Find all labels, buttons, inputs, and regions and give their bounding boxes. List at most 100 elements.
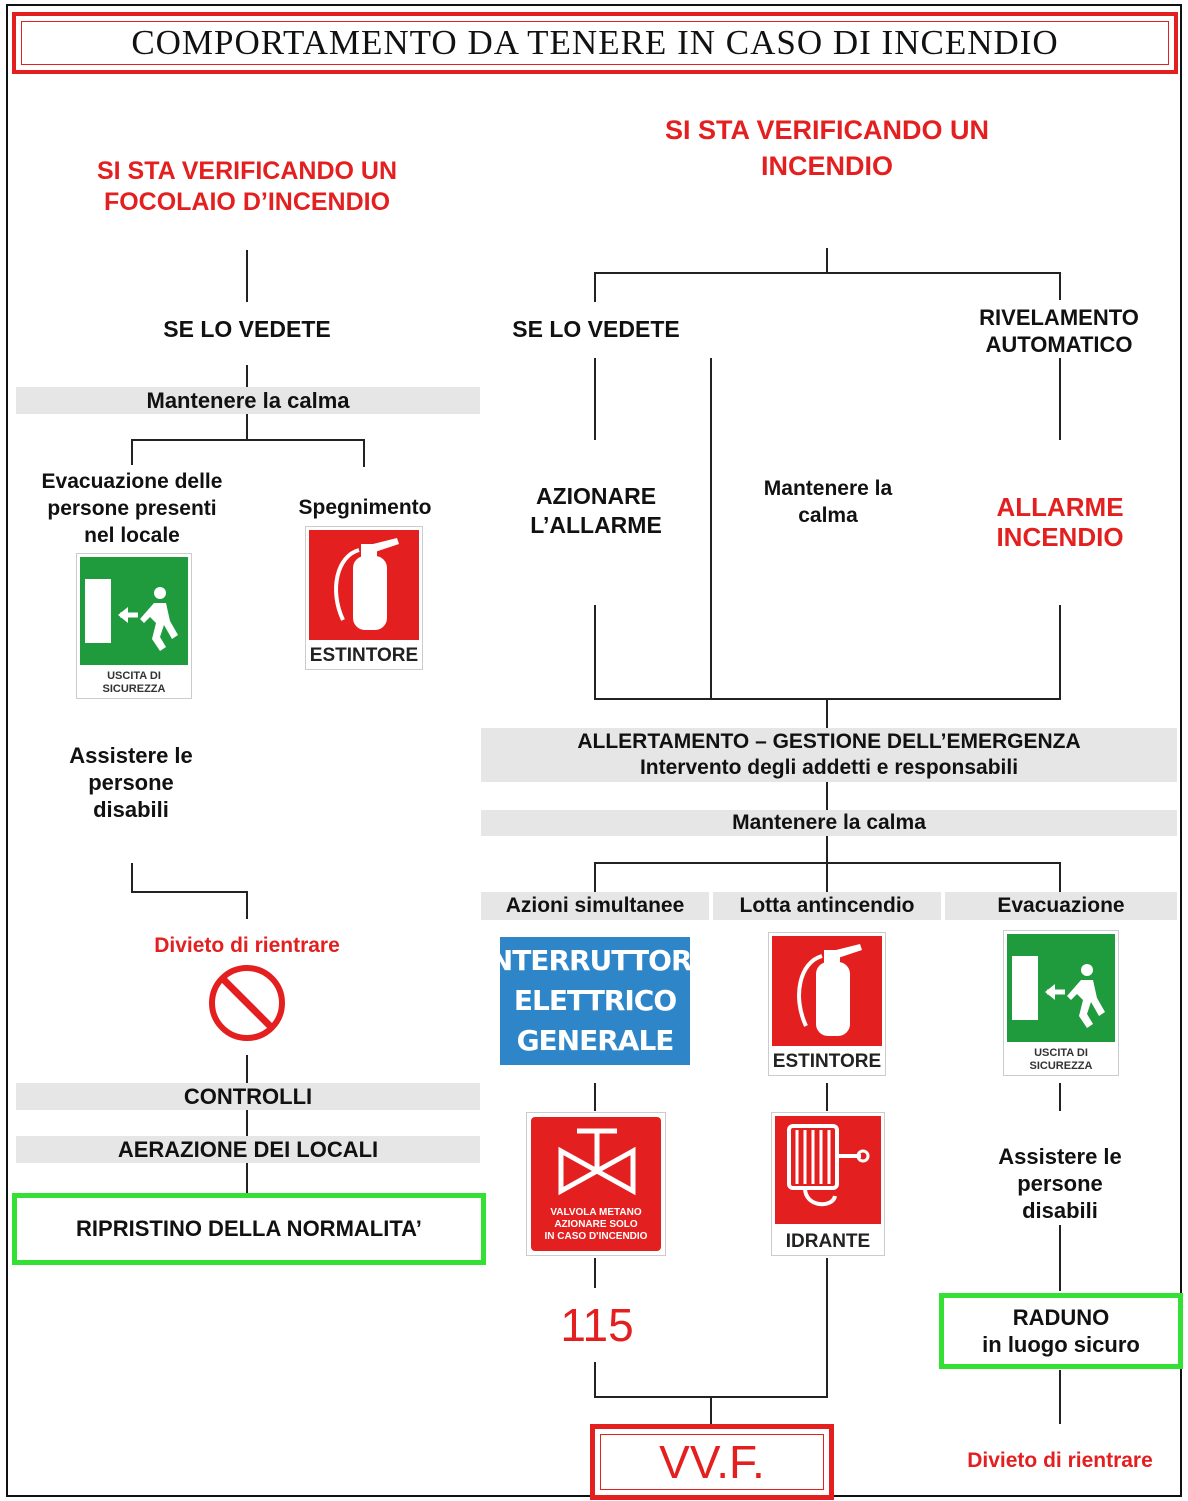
right-heading: SI STA VERIFICANDO UN INCENDIO: [600, 112, 1054, 184]
left-extinguisher-sign: ESTINTORE: [305, 526, 423, 670]
text-line: disabili: [1022, 1198, 1098, 1223]
right-exit-sign: USCITA DI SICUREZZA: [1003, 930, 1119, 1076]
lotta-antincendio-band: Lotta antincendio: [713, 892, 941, 920]
rivelamento-automatico: RIVELAMENTO AUTOMATICO: [950, 304, 1168, 358]
connector: [1059, 1083, 1061, 1111]
text-line: ELETTRICO: [513, 984, 677, 1017]
emergency-exit-icon: [1007, 934, 1115, 1042]
connector: [826, 698, 828, 728]
mantenere-la-calma: Mantenere la calma: [736, 475, 920, 529]
fire-extinguisher-icon: [309, 530, 419, 640]
connector: [246, 1055, 248, 1083]
allarme-incendio: ALLARME INCENDIO: [960, 492, 1160, 552]
left-evacuazione: Evacuazione delle persone presenti nel l…: [22, 468, 242, 549]
title-banner: COMPORTAMENTO DA TENERE IN CASO DI INCEN…: [12, 12, 1178, 74]
controlli-band: CONTROLLI: [16, 1083, 480, 1110]
allertamento-title: ALLERTAMENTO – GESTIONE DELL’EMERGENZA: [577, 730, 1081, 753]
right-heading-line: SI STA VERIFICANDO UN: [664, 115, 989, 145]
connector: [1059, 862, 1061, 892]
raduno-title: RADUNO: [1012, 1304, 1110, 1330]
valvola-sign-panel: VALVOLA METANO AZIONARE SOLO IN CASO D'I…: [531, 1117, 661, 1251]
text-line: persone: [88, 770, 174, 795]
connector: [131, 863, 133, 893]
aerazione-band: AERAZIONE DEI LOCALI: [16, 1136, 480, 1163]
text-line: nel locale: [84, 524, 180, 547]
connector: [826, 836, 828, 864]
connector: [826, 248, 828, 274]
no-entry-icon: [209, 965, 285, 1041]
left-heading-line: FOCOLAIO D’INCENDIO: [103, 188, 391, 216]
connector: [1059, 1370, 1061, 1424]
connector: [710, 1396, 712, 1426]
text-line: Mantenere la: [763, 477, 893, 500]
ripristino-label: RIPRISTINO DELLA NORMALITA’: [76, 1216, 422, 1242]
connector: [594, 272, 596, 302]
raduno-subtitle: in luogo sicuro: [982, 1332, 1140, 1357]
connector: [594, 862, 596, 892]
text-line: L’ALLARME: [530, 512, 662, 538]
exit-sign-caption: USCITA DI SICUREZZA: [77, 670, 191, 696]
emergency-exit-icon: [80, 557, 188, 665]
left-exit-sign: USCITA DI SICUREZZA: [76, 553, 192, 699]
connector: [594, 1083, 596, 1111]
text-line: AZIONARE SOLO: [554, 1219, 638, 1230]
text-line: SICUREZZA: [102, 683, 166, 695]
text-line: INTERRUTTORE: [480, 944, 710, 977]
azioni-simultanee-band: Azioni simultanee: [481, 892, 709, 920]
right-mantenere-calma-band: Mantenere la calma: [481, 810, 1177, 836]
connector: [594, 272, 1061, 274]
text-line: INCENDIO: [996, 522, 1124, 552]
text-line: IN CASO D'INCENDIO: [544, 1231, 648, 1242]
exit-sign-caption: USCITA DI SICUREZZA: [1004, 1047, 1118, 1073]
text-line: Assistere le: [998, 1144, 1122, 1169]
left-assistere: Assistere le persone disabili: [40, 742, 222, 823]
right-extinguisher-sign: ESTINTORE: [768, 932, 886, 1076]
connector: [1059, 1225, 1061, 1291]
text-line: SICUREZZA: [1029, 1060, 1093, 1072]
interruttore-sign: INTERRUTTORE ELETTRICO GENERALE: [480, 937, 711, 1065]
azionare-allarme: AZIONARE L’ALLARME: [496, 482, 696, 540]
connector: [1059, 605, 1061, 700]
right-divieto: Divieto di rientrare: [967, 1449, 1153, 1472]
connector: [246, 1163, 248, 1193]
allertamento-band: ALLERTAMENTO – GESTIONE DELL’EMERGENZA I…: [481, 728, 1177, 782]
connector: [131, 439, 133, 465]
text-line: persone: [1017, 1171, 1103, 1196]
connector: [246, 414, 248, 440]
right-se-lo-vedete: SE LO VEDETE: [512, 316, 680, 342]
extinguisher-caption: ESTINTORE: [772, 1051, 882, 1072]
text-line: AUTOMATICO: [985, 332, 1133, 357]
left-heading: SI STA VERIFICANDO UN FOCOLAIO D’INCENDI…: [40, 156, 454, 218]
left-spegnimento: Spegnimento: [298, 496, 432, 519]
page-title: COMPORTAMENTO DA TENERE IN CASO DI INCEN…: [21, 21, 1169, 65]
text-line: ALLARME: [996, 492, 1124, 522]
text-line: RIVELAMENTO: [979, 305, 1139, 330]
ripristino-box: RIPRISTINO DELLA NORMALITA’: [12, 1193, 486, 1265]
connector: [594, 605, 596, 700]
text-line: Evacuazione delle: [41, 470, 223, 493]
text-line: disabili: [93, 797, 169, 822]
connector: [826, 1258, 828, 1398]
left-se-lo-vedete: SE LO VEDETE: [163, 316, 331, 342]
fire-extinguisher-icon: [772, 936, 882, 1046]
connector: [363, 439, 365, 467]
connector: [246, 1110, 248, 1136]
evacuazione-band: Evacuazione: [945, 892, 1177, 920]
connector: [1059, 358, 1061, 440]
right-heading-line: INCENDIO: [760, 151, 893, 181]
raduno-box: RADUNO in luogo sicuro: [939, 1293, 1183, 1369]
gas-valve-icon: [558, 1128, 636, 1196]
connector: [594, 358, 596, 440]
connector: [594, 1362, 596, 1398]
connector: [246, 891, 248, 919]
connector: [131, 439, 365, 441]
fire-hose-icon: [775, 1116, 881, 1224]
connector: [826, 1083, 828, 1111]
text-line: calma: [798, 504, 858, 527]
connector: [594, 1258, 596, 1288]
text-line: USCITA DI: [107, 670, 161, 682]
right-assistere: Assistere le persone disabili: [970, 1143, 1150, 1224]
valvola-caption: VALVOLA METANO AZIONARE SOLO IN CASO D'I…: [531, 1207, 661, 1243]
idrante-caption: IDRANTE: [785, 1231, 871, 1252]
text-line: persone presenti: [47, 497, 217, 520]
